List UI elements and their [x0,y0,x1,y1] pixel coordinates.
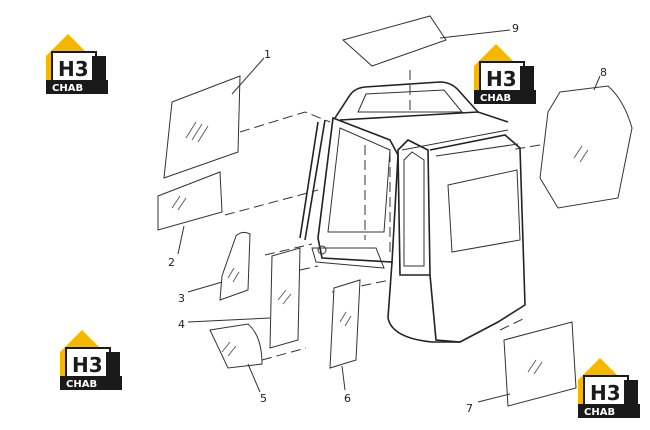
watermark-logo-bottom-right: H3 CHAB [577,357,641,419]
watermark-logo-top-right: H3 CHAB [473,43,537,105]
glass-panel-3 [219,231,251,301]
callout-4: 4 [178,318,185,331]
watermark-word: CHAB [480,93,511,104]
watermark-word: CHAB [66,379,97,390]
callout-5: 5 [260,392,267,405]
assembly-guide-lines [224,70,541,361]
callout-8: 8 [600,66,607,79]
callout-7: 7 [466,402,473,415]
callout-2: 2 [168,256,175,269]
leader-lines [177,29,601,403]
glass-panel-8 [539,85,633,209]
callout-6: 6 [344,392,351,405]
glass-panel-9 [341,15,447,67]
watermark-glyph: H3 [58,57,89,81]
watermark-word: CHAB [584,407,615,418]
glass-panel-4 [269,247,301,349]
watermark-glyph: H3 [72,353,103,377]
watermark-logo-bottom-left: H3 CHAB [59,329,123,391]
callout-3: 3 [178,292,185,305]
glass-panel-7 [503,321,577,407]
glass-panel-2 [157,171,223,231]
callout-1: 1 [264,48,271,61]
glass-panel-6 [329,279,361,369]
watermark-glyph: H3 [590,381,621,405]
callout-9: 9 [512,22,519,35]
glass-panel-5 [209,323,263,369]
glass-panel-1 [163,75,241,179]
cab-body [299,81,526,343]
watermark-glyph: H3 [486,67,517,91]
watermark-word: CHAB [52,83,83,94]
watermark-logo-top-left: H3 CHAB [45,33,109,95]
